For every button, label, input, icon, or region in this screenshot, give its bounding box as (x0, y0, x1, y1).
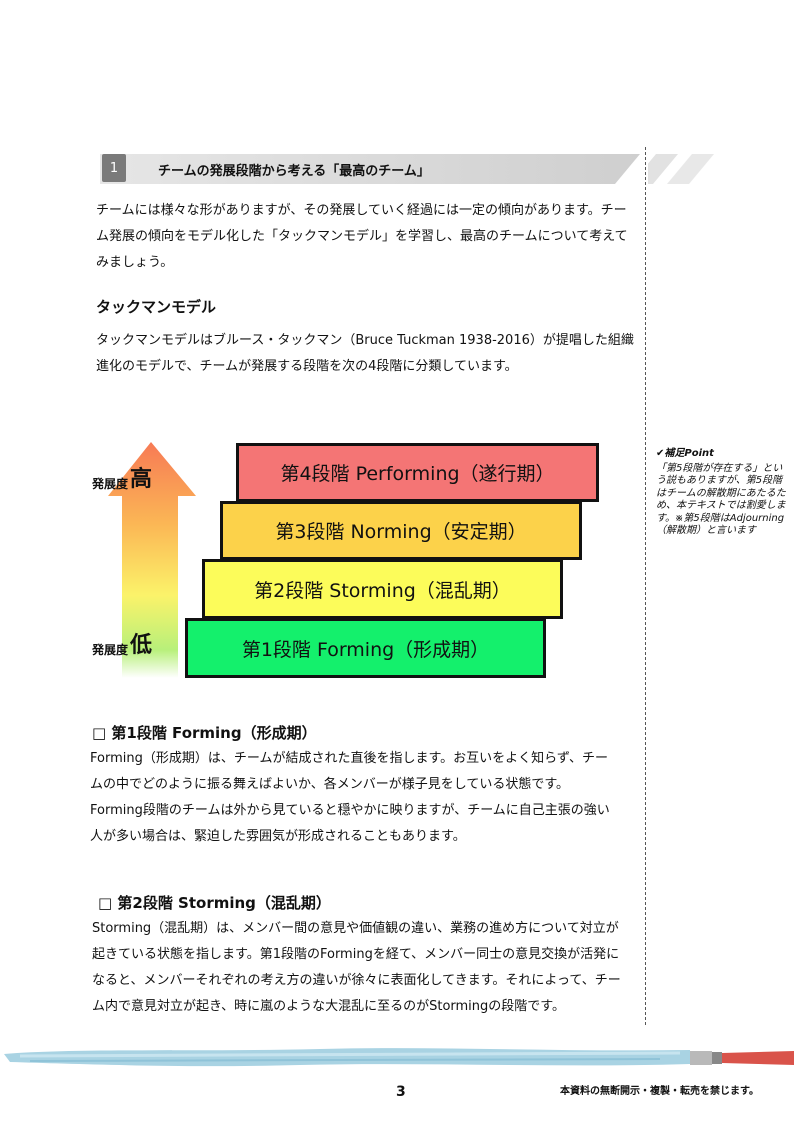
supplement-point: ✔補足Point 「第5段階が存在する」という説もありますが、第5段階はチームの… (656, 448, 786, 538)
intro-paragraph: チームには様々な形がありますが、その発展していく経過には一定の傾向があります。チ… (96, 203, 628, 270)
copyright-notice: 本資料の無断開示・複製・転売を禁じます。 (560, 1086, 759, 1097)
stage-2-paragraph: Storming（混乱期）は、メンバー間の意見や価値観の違い、業務の進め方につい… (92, 921, 621, 1014)
stage-2-box: 第2段階 Storming（混乱期） (202, 559, 563, 619)
stage-1-heading: □ 第1段階 Forming（形成期） (92, 724, 317, 742)
tuckman-heading: タックマンモデル (96, 298, 217, 316)
column-divider (645, 147, 646, 1025)
low-level-text: 発展度 (92, 643, 129, 657)
low-level-label: 発展度 低 (92, 634, 152, 658)
low-level-char: 低 (130, 633, 153, 658)
brush-stroke-decoration (4, 1048, 794, 1067)
stage-1-box: 第1段階 Forming（形成期） (185, 618, 546, 678)
stage-3-box: 第3段階 Norming（安定期） (220, 501, 582, 560)
tuckman-paragraph: タックマンモデルはブルース・タックマン（Bruce Tuckman 1938-2… (96, 333, 634, 374)
stage-2-heading: □ 第2段階 Storming（混乱期） (98, 894, 331, 912)
supplement-point-heading: ✔補足Point (656, 448, 714, 459)
stage-1-paragraph: Forming（形成期）は、チームが結成された直後を指します。お互いをよく知らず… (90, 751, 610, 844)
high-level-label: 発展度 高 (92, 468, 152, 492)
page-number: 3 (396, 1084, 406, 1100)
development-arrow-icon (108, 442, 196, 678)
supplement-point-text: 「第5段階が存在する」という説もありますが、第5段階はチームの解散期にあたるため… (656, 462, 786, 537)
section-title: チームの発展段階から考える「最高のチーム」 (158, 164, 430, 179)
stage-4-box: 第4段階 Performing（遂行期） (236, 443, 599, 502)
section-banner (100, 154, 640, 184)
high-level-char: 高 (130, 467, 153, 492)
high-level-text: 発展度 (92, 477, 129, 491)
section-number: 1 (102, 154, 126, 182)
banner-stripes (648, 154, 714, 184)
